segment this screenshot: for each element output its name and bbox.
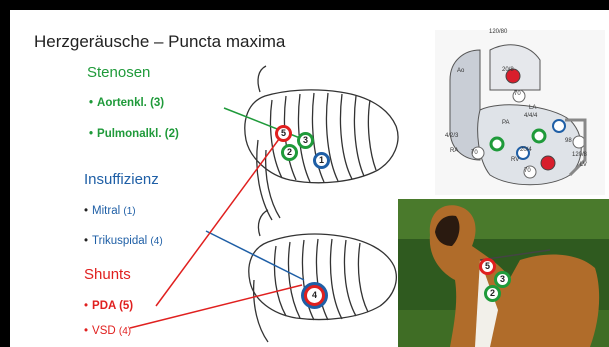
heart-label-la: LA <box>529 105 536 111</box>
bullet: • <box>89 97 93 109</box>
heart-label-ao: Ao <box>457 68 464 74</box>
heart-label-ra: RA <box>450 148 458 154</box>
item-pda: • PDA (5) <box>84 301 133 313</box>
heart-label-lv-pressure: 120/8 <box>572 152 587 158</box>
item-vsd-number: (4) <box>119 326 131 337</box>
bullet: • <box>84 300 88 312</box>
item-aortenkl-label: Aortenkl. (3) <box>97 97 164 109</box>
heart-label-pressure-aorta: 120/80 <box>489 29 507 35</box>
marker-5-photo: 5 <box>479 258 496 275</box>
heart-label-98: 98 <box>565 138 572 144</box>
item-vsd: • VSD (4) <box>84 326 131 338</box>
item-mitral-label: Mitral <box>92 205 120 217</box>
connector-pda <box>156 135 282 306</box>
heart-label-lv: LV <box>580 162 587 168</box>
heart-label-70-rv: 70 <box>524 168 531 174</box>
heart-diagram <box>435 30 605 195</box>
bullet: • <box>84 325 88 337</box>
item-trikuspidal: • Trikuspidal (4) <box>84 236 163 248</box>
item-pulmonalkl: • Pulmonalkl. (2) <box>89 129 179 141</box>
bullet: • <box>84 205 88 217</box>
item-trikuspidal-number: (4) <box>150 236 162 247</box>
item-pda-label: PDA (5) <box>92 300 133 312</box>
marker-5-upper: 5 <box>275 125 292 142</box>
heading-stenosen: Stenosen <box>87 65 150 80</box>
item-pulmonalkl-label: Pulmonalkl. (2) <box>97 128 179 140</box>
heart-label-pressure-pa: 20/8 <box>502 67 514 73</box>
slide: 120/80 20/8 Ao 70 LA 4/4/4 PA 4/2/3 RA 7… <box>10 10 609 347</box>
heart-label-rv: RV <box>511 157 519 163</box>
item-trikuspidal-label: Trikuspidal <box>92 235 147 247</box>
marker-4-lower: 4 <box>304 285 325 306</box>
item-aortenkl: • Aortenkl. (3) <box>89 98 164 110</box>
thorax-sketch-upper <box>245 66 398 220</box>
heart-label-la-pressure: 4/4/4 <box>524 113 537 119</box>
connector-vsd <box>130 285 302 328</box>
heart-label-pa: PA <box>502 120 510 126</box>
marker-2-upper: 2 <box>281 144 298 161</box>
heart-label-70-top: 70 <box>514 91 521 97</box>
heart-label-70-ra: 70 <box>471 150 478 156</box>
slide-title: Herzgeräusche – Puncta maxima <box>34 33 285 50</box>
bullet: • <box>89 128 93 140</box>
bullet: • <box>84 235 88 247</box>
heart-label-rv-pressure: 20/4 <box>520 147 532 153</box>
marker-1-upper: 1 <box>313 152 330 169</box>
item-vsd-label: VSD <box>92 325 116 337</box>
heart-label-ra-pressure: 4/2/3 <box>445 133 458 139</box>
thorax-sketch-lower <box>249 210 397 342</box>
marker-3-upper: 3 <box>297 132 314 149</box>
item-mitral: • Mitral (1) <box>84 206 136 218</box>
heading-shunts: Shunts <box>84 267 131 282</box>
item-mitral-number: (1) <box>123 206 135 217</box>
marker-2-photo: 2 <box>484 285 501 302</box>
heading-insuffizienz: Insuffizienz <box>84 172 159 187</box>
